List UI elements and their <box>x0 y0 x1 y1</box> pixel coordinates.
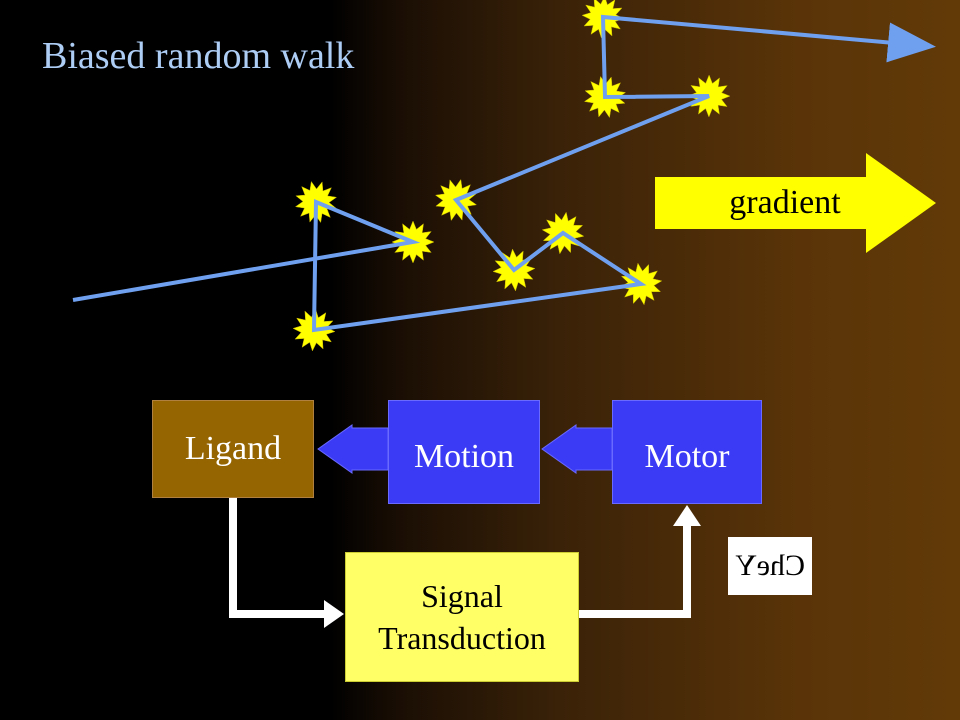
slide-title: Biased random walk <box>42 35 355 77</box>
random-walk-path <box>72 14 936 333</box>
motion-to-ligand-arrow <box>317 424 389 474</box>
ligand-block: Ligand <box>152 400 314 498</box>
chey-p-formula: CheY p <box>728 537 812 595</box>
ligand-label: Ligand <box>184 430 282 467</box>
motor-block: Motor <box>612 400 762 504</box>
signal-transduction-block: Signal Transduction <box>345 552 579 682</box>
ligand-to-signal-arrowhead <box>324 600 344 628</box>
motor-to-motion-arrow <box>541 424 613 474</box>
motion-label: Motion <box>413 438 515 475</box>
signal-to-motor-arrowhead <box>673 505 701 526</box>
formula-text: CheY p <box>735 549 805 582</box>
ligand-to-signal-connector <box>229 498 330 618</box>
motion-block: Motion <box>388 400 540 504</box>
motor-label: Motor <box>644 438 730 475</box>
signal-label-line2: Transduction <box>378 620 546 656</box>
signal-to-motor-connector <box>578 522 691 618</box>
gradient-arrow <box>655 153 936 253</box>
signal-label-line1: Signal <box>421 578 503 614</box>
gradient-label: gradient <box>729 184 841 221</box>
